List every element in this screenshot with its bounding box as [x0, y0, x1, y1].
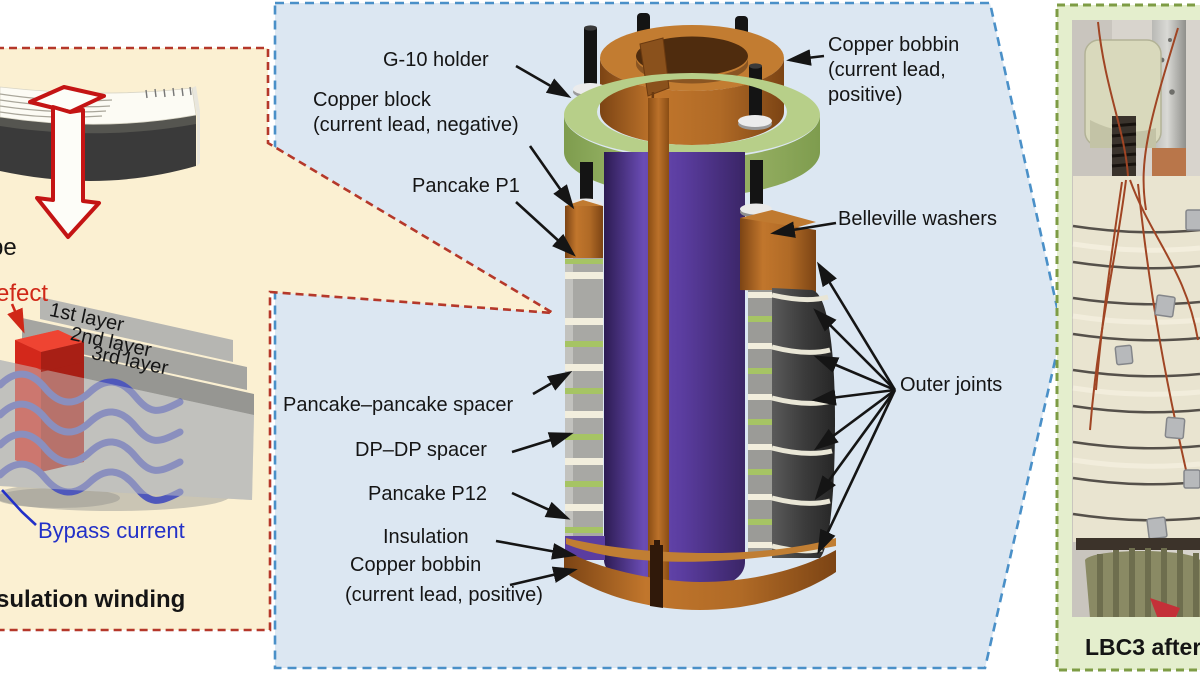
defect-label-fragment: efect — [0, 280, 49, 307]
pancake-pancake-spacer-label: Pancake–pancake spacer — [283, 394, 514, 416]
copper-bobbin-bottom-label-line1: Copper bobbin — [350, 554, 482, 576]
tape-arc-graphic — [0, 86, 200, 181]
copper-bobbin-top-label-line1: Copper bobbin — [828, 34, 960, 56]
left-panel-caption-fragment: sulation winding — [0, 586, 186, 613]
copper-block-label-line2: (current lead, negative) — [313, 114, 519, 136]
coil-photo-graphic — [1072, 20, 1200, 617]
right-panel-caption-fragment: LBC3 after — [1085, 634, 1200, 660]
g10-holder-label: G-10 holder — [383, 49, 489, 71]
coil-assembly-graphic — [564, 13, 836, 610]
defect-pointer-arrow — [7, 303, 25, 334]
outer-joints-label: Outer joints — [900, 374, 1003, 396]
insulation-label: Insulation — [383, 526, 469, 548]
down-arrow-icon — [28, 85, 106, 239]
pancake-p12-label: Pancake P12 — [368, 483, 487, 505]
copper-block-label-line1: Copper block — [313, 89, 431, 111]
pancake-p1-label: Pancake P1 — [412, 175, 520, 197]
dp-dp-spacer-label: DP–DP spacer — [355, 439, 487, 461]
belleville-washers-label: Belleville washers — [838, 208, 997, 230]
bypass-pointer-line — [1, 489, 37, 526]
copper-bobbin-bottom-label-line2: (current lead, positive) — [345, 584, 543, 606]
bypass-current-label: Bypass current — [38, 518, 185, 543]
tape-label-fragment: pe — [0, 234, 17, 261]
winding-block-overlay — [0, 330, 254, 500]
leader-arrows — [495, 49, 897, 587]
copper-bobbin-top-label-line3: positive) — [828, 84, 903, 106]
copper-bobbin-top-label-line2: (current lead, — [828, 59, 946, 81]
